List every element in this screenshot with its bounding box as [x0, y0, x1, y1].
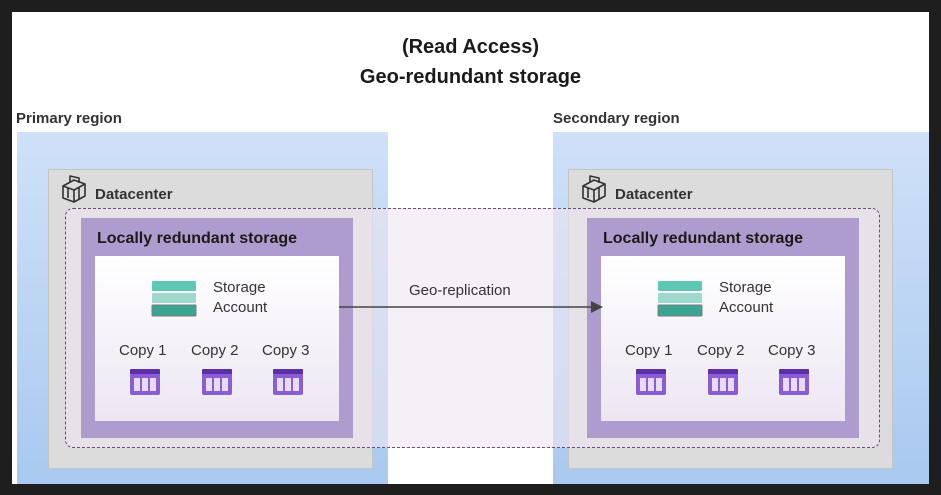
storage-account-panel: Storage Account Copy 1 Copy 2 Copy 3: [601, 256, 845, 421]
table-storage-icon: [636, 369, 666, 395]
storage-label-line2: Account: [213, 299, 268, 316]
lrs-label: Locally redundant storage: [97, 230, 298, 247]
datacenter-icon: [59, 174, 89, 209]
copy-label-2: Copy 2: [697, 342, 745, 359]
datacenter-icon: [579, 174, 609, 209]
table-storage-icon: [202, 369, 232, 395]
copy-label-3: Copy 3: [768, 342, 816, 359]
storage-account-icon: [151, 281, 197, 317]
storage-account-label: Storage Account: [719, 278, 773, 318]
storage-label-line2: Account: [719, 299, 774, 316]
storage-label-line1: Storage: [719, 279, 772, 296]
geo-replication-arrow: [339, 301, 603, 313]
copy-label-3: Copy 3: [262, 342, 310, 359]
primary-lrs-box: Locally redundant storage Storage Accoun…: [81, 218, 353, 438]
datacenter-label: Datacenter: [95, 186, 173, 203]
storage-account-panel: Storage Account Copy 1 Copy 2 Copy 3: [95, 256, 339, 421]
copy-label-1: Copy 1: [625, 342, 673, 359]
storage-label-line1: Storage: [213, 279, 266, 296]
datacenter-label: Datacenter: [615, 186, 693, 203]
diagram-title-line2: Geo-redundant storage: [359, 66, 582, 88]
table-storage-icon: [779, 369, 809, 395]
secondary-region-label: Secondary region: [553, 110, 680, 127]
storage-account-label: Storage Account: [213, 278, 267, 318]
copy-label-1: Copy 1: [119, 342, 167, 359]
table-storage-icon: [273, 369, 303, 395]
primary-region-label: Primary region: [16, 110, 122, 127]
copy-label-2: Copy 2: [191, 342, 239, 359]
diagram-title-line1: (Read Access): [401, 36, 540, 58]
table-storage-icon: [130, 369, 160, 395]
storage-account-icon: [657, 281, 703, 317]
diagram-canvas: (Read Access) Geo-redundant storage Prim…: [12, 12, 929, 484]
table-storage-icon: [708, 369, 738, 395]
secondary-lrs-box: Locally redundant storage Storage Accoun…: [587, 218, 859, 438]
lrs-label: Locally redundant storage: [603, 230, 804, 247]
geo-replication-label: Geo-replication: [409, 282, 511, 299]
